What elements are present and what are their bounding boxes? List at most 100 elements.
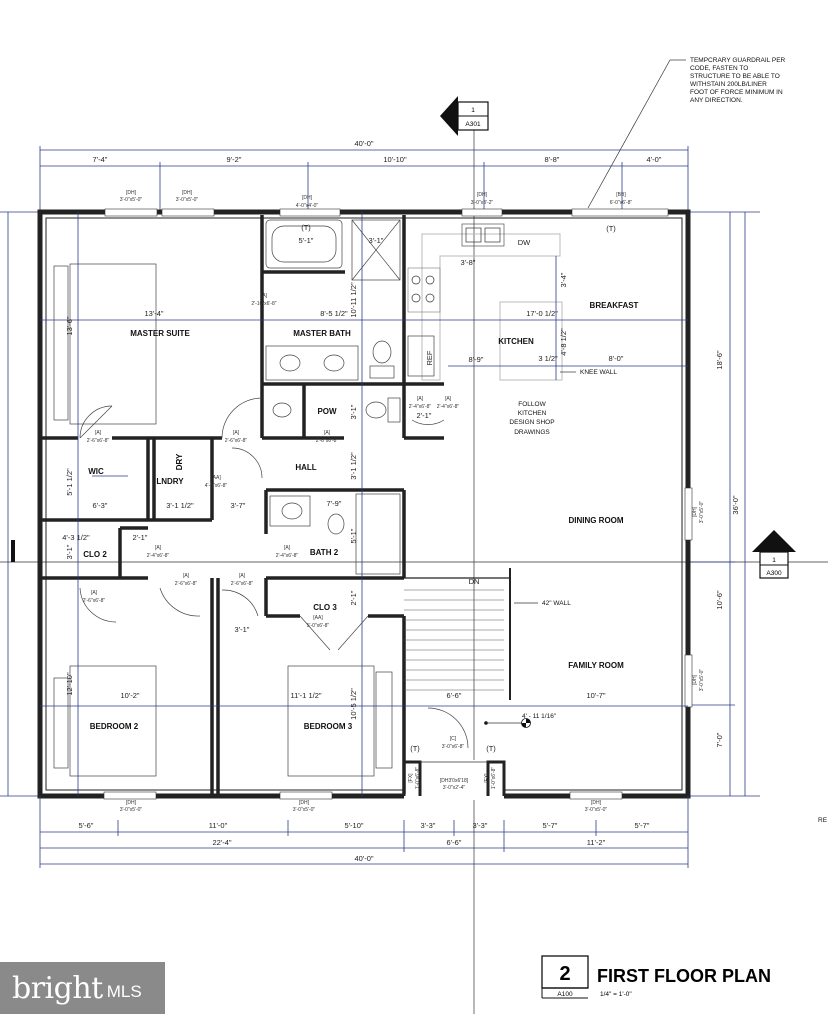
svg-text:3'-1": 3'-1" [369,236,384,245]
room-label: LNDRY [156,477,184,486]
guardrail-note-line: TEMPCRARY GUARDRAIL PER [690,57,786,64]
svg-text:8'-5 1/2": 8'-5 1/2" [320,309,348,318]
svg-text:10'-5 1/2": 10'-5 1/2" [349,688,358,720]
svg-text:5'-7": 5'-7" [635,821,650,830]
svg-text:7'-9": 7'-9" [327,499,342,508]
cut-marker-left [11,540,15,562]
svg-text:KITCHEN: KITCHEN [518,410,547,417]
appliance-label: DW [518,238,531,247]
guardrail-note-line: CODE, FASTEN TO [690,65,748,72]
svg-text:4'-8 1/2": 4'-8 1/2" [559,328,568,356]
svg-text:2'-6"x6'-8": 2'-6"x6'-8" [225,438,248,444]
master-bed-icon [69,263,157,425]
pow-toilet-icon [365,401,387,419]
svg-text:3'-3": 3'-3" [473,821,488,830]
svg-text:[A]: [A] [284,545,291,551]
dim-label: 7'-4" [93,155,108,164]
notes: FOLLOW KITCHEN DESIGN SHOP DRAWINGS KNEE… [484,369,828,824]
guardrail-note-line: ANY DIRECTION. [690,97,743,104]
svg-text:[A]: [A] [233,430,240,436]
dim-label: 10'-6" [715,590,724,609]
brand-watermark: bright MLS [0,962,165,1014]
dim-label: 7'-0" [715,732,724,747]
bath2-toilet-icon [327,513,345,535]
svg-text:10'-11 1/2": 10'-11 1/2" [349,282,358,318]
section-number: 1 [471,107,475,114]
svg-text:5'-1 1/2": 5'-1 1/2" [65,468,74,496]
svg-text:2'-6"x6'-8": 2'-6"x6'-8" [87,438,110,444]
interior-walls [42,215,510,794]
section-sheet: A300 [766,570,782,577]
svg-text:3 1/2": 3 1/2" [538,354,558,363]
svg-text:[A]: [A] [239,573,246,579]
toilet-icon [372,340,392,364]
svg-text:5'-10": 5'-10" [344,821,363,830]
svg-text:3'-0"x5'-0": 3'-0"x5'-0" [585,807,608,813]
overall-width-dim: 40'-0" [354,139,373,148]
svg-text:[C]: [C] [450,736,457,742]
svg-text:12'-10": 12'-10" [65,672,74,696]
fixtures [53,219,435,777]
svg-text:5'-7": 5'-7" [543,821,558,830]
svg-text:6'-0"x6'-8": 6'-0"x6'-8" [610,200,633,206]
guardrail-note-line: WITHSTAIN 200LB/LINER [690,81,767,88]
svg-text:3'-0"x5'-0": 3'-0"x5'-0" [699,501,705,524]
dim-label: 4'-0" [647,155,662,164]
svg-text:2'-4"x6'-8": 2'-4"x6'-8" [437,404,460,410]
svg-text:[A]: [A] [324,430,331,436]
svg-text:[DH3'0x6'18]: [DH3'0x6'18] [440,778,469,784]
top-dimensions: 40'-0" 7'-4" 9'-2" 10'-10" 8'-8" 4'-0" [39,139,689,212]
appliance-label: REF [425,350,434,365]
svg-text:4'-3 1/2": 4'-3 1/2" [62,533,90,542]
bed2-icon [69,665,157,777]
section-marker-right: 1 A300 [752,530,796,579]
guardrail-note-line: FOOT OF FORCE MINIMUM IN [690,89,783,96]
svg-text:8'-0": 8'-0" [609,354,624,363]
svg-text:[AA]: [AA] [211,475,221,481]
svg-text:[DH]: [DH] [299,800,310,806]
tempered-glass-marks: (T) (T) (T) (T) [301,223,616,753]
svg-text:3'-1": 3'-1" [235,625,250,634]
svg-text:3'-3": 3'-3" [421,821,436,830]
vanity-icon [265,345,359,381]
svg-text:3'-1 1/2": 3'-1 1/2" [166,501,194,510]
drawing-title: FIRST FLOOR PLAN [597,966,771,986]
svg-text:5'-6": 5'-6" [79,821,94,830]
svg-text:3'-7": 3'-7" [231,501,246,510]
svg-text:6'-6": 6'-6" [447,838,462,847]
svg-text:1'-0"x6'-8": 1'-0"x6'-8" [491,767,497,790]
svg-text:22'-4": 22'-4" [212,838,231,847]
svg-text:10'-7": 10'-7" [586,691,605,700]
shower-icon [351,219,401,281]
svg-text:3'-0"x5'-0": 3'-0"x5'-0" [120,197,143,203]
svg-text:5'-1": 5'-1" [349,528,358,543]
room-labels: MASTER SUITE MASTER BATH KITCHEN BREAKFA… [83,238,638,731]
svg-text:(T): (T) [410,744,420,753]
svg-text:42" WALL: 42" WALL [542,600,571,607]
svg-text:2'-6"x6'-8": 2'-6"x6'-8" [175,581,198,587]
svg-text:2'-1": 2'-1" [417,411,432,420]
room-label: BEDROOM 3 [304,722,353,731]
dim-label: 18'-6" [715,350,724,369]
room-label: WIC [88,467,104,476]
room-label: HALL [295,463,316,472]
bathtub-icon [265,219,343,269]
title-block: 2 A100 FIRST FLOOR PLAN 1/4" = 1'-0" [541,955,771,999]
room-label: FAMILY ROOM [568,661,624,670]
svg-text:17'-0 1/2": 17'-0 1/2" [526,309,558,318]
room-label: BATH 2 [310,548,339,557]
svg-text:10'-2": 10'-2" [120,691,139,700]
svg-text:(T): (T) [606,224,616,233]
room-label: DINING ROOM [568,516,623,525]
svg-text:[A]: [A] [155,545,162,551]
svg-text:3'-4": 3'-4" [559,272,568,287]
svg-text:40'-0": 40'-0" [354,854,373,863]
room-label: KITCHEN [498,337,534,346]
section-marker-top: 1 A301 [440,96,489,136]
svg-text:2'-6"x6'-8": 2'-6"x6'-8" [83,598,106,604]
svg-text:[DH]: [DH] [692,674,698,685]
svg-text:11'-2": 11'-2" [587,838,606,847]
svg-text:3'-1 1/2": 3'-1 1/2" [349,452,358,480]
drawing-number: 2 [559,963,570,985]
